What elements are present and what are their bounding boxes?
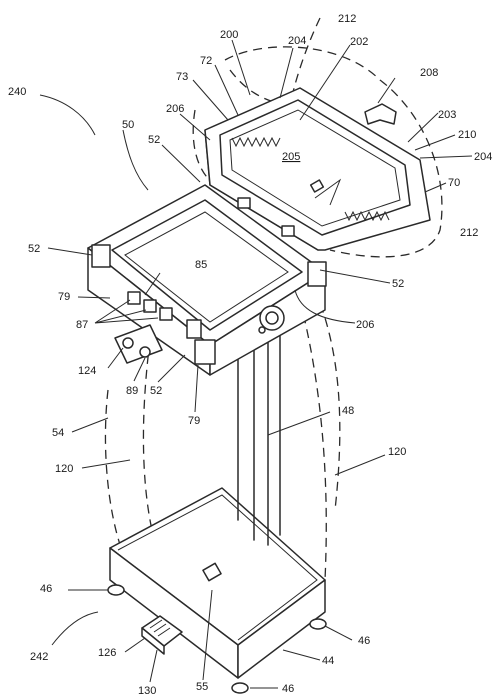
ref-52-c: 52 bbox=[392, 278, 404, 290]
ref-130: 130 bbox=[138, 685, 156, 697]
ref-85: 85 bbox=[195, 259, 207, 271]
ref-46-a: 46 bbox=[40, 583, 52, 595]
ref-240: 240 bbox=[8, 86, 26, 98]
ref-46-b: 46 bbox=[358, 635, 370, 647]
ref-79-b: 79 bbox=[188, 415, 200, 427]
ref-70: 70 bbox=[448, 177, 460, 189]
ref-126: 126 bbox=[98, 647, 116, 659]
ref-79-a: 79 bbox=[58, 291, 70, 303]
leader-lines bbox=[39, 39, 473, 689]
ref-124: 124 bbox=[78, 365, 96, 377]
lower-housing bbox=[87, 184, 327, 376]
ref-52-b: 52 bbox=[28, 243, 40, 255]
ref-203: 203 bbox=[438, 109, 456, 121]
ref-210: 210 bbox=[458, 129, 476, 141]
base-platform bbox=[107, 487, 327, 694]
ref-120-left: 120 bbox=[55, 463, 73, 475]
ref-202: 202 bbox=[350, 36, 368, 48]
ref-50: 50 bbox=[122, 119, 134, 131]
ref-72: 72 bbox=[200, 55, 212, 67]
ref-212-right: 212 bbox=[460, 227, 478, 239]
ref-242: 242 bbox=[30, 651, 48, 663]
ref-48: 48 bbox=[342, 405, 354, 417]
ref-44: 44 bbox=[322, 655, 334, 667]
ref-120-right: 120 bbox=[388, 446, 406, 458]
ref-206-top: 206 bbox=[166, 103, 184, 115]
ref-55: 55 bbox=[196, 681, 208, 693]
ref-46-c: 46 bbox=[282, 683, 294, 695]
ref-73: 73 bbox=[176, 71, 188, 83]
ref-52-d: 52 bbox=[150, 385, 162, 397]
ref-89: 89 bbox=[126, 385, 138, 397]
ref-87: 87 bbox=[76, 319, 88, 331]
ref-52-a: 52 bbox=[148, 134, 160, 146]
ref-204-top: 204 bbox=[288, 35, 306, 47]
ref-208: 208 bbox=[420, 67, 438, 79]
ref-204-right: 204 bbox=[474, 151, 492, 163]
support-column bbox=[237, 329, 281, 546]
ref-54: 54 bbox=[52, 427, 64, 439]
ref-200: 200 bbox=[220, 29, 238, 41]
reference-numerals: 240 200 212 204 202 72 73 208 50 206 52 … bbox=[8, 13, 492, 697]
ref-212-top: 212 bbox=[338, 13, 356, 25]
ref-205: 205 bbox=[282, 151, 300, 163]
ref-206-bottom: 206 bbox=[356, 319, 374, 331]
lid bbox=[204, 87, 431, 251]
